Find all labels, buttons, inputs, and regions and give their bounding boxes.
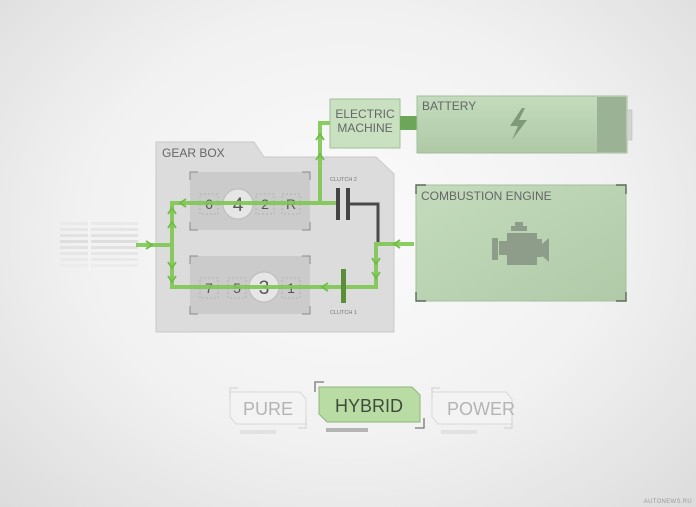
combustion-engine: COMBUSTION ENGINE [415, 184, 627, 302]
gear-4: 4 [233, 195, 244, 216]
electric-machine-line2: MACHINE [337, 121, 392, 135]
mode-power-button[interactable]: POWER [431, 387, 515, 434]
battery-label: BATTERY [422, 99, 476, 113]
electric-machine: ELECTRIC MACHINE [329, 98, 418, 149]
mode-selector: PURE HYBRID POWER [229, 381, 515, 434]
clutch-2: CLUTCH 2 [330, 177, 380, 242]
electric-machine-line1: ELECTRIC [335, 107, 395, 121]
clutch-2-label: CLUTCH 2 [330, 177, 357, 183]
engine-icon [492, 222, 549, 265]
flow-arrows [145, 132, 401, 292]
mode-pure-label: PURE [243, 399, 293, 419]
output-shaft [60, 218, 138, 272]
clutch-1-label: CLUTCH 1 [330, 310, 357, 316]
mode-hybrid-label: HYBRID [335, 396, 403, 416]
mode-hybrid-button[interactable]: HYBRID [314, 381, 425, 432]
gearbox-title: GEAR BOX [162, 146, 225, 160]
mode-pure-button[interactable]: PURE [229, 387, 307, 434]
clutch-1: CLUTCH 1 [330, 269, 357, 316]
battery-connector [400, 116, 418, 130]
mode-power-label: POWER [447, 399, 515, 419]
engine-label: COMBUSTION ENGINE [421, 189, 552, 203]
battery: BATTERY [416, 95, 633, 154]
lightning-bolt-icon [510, 108, 527, 140]
watermark: AUTONEWS.RU [643, 499, 692, 505]
